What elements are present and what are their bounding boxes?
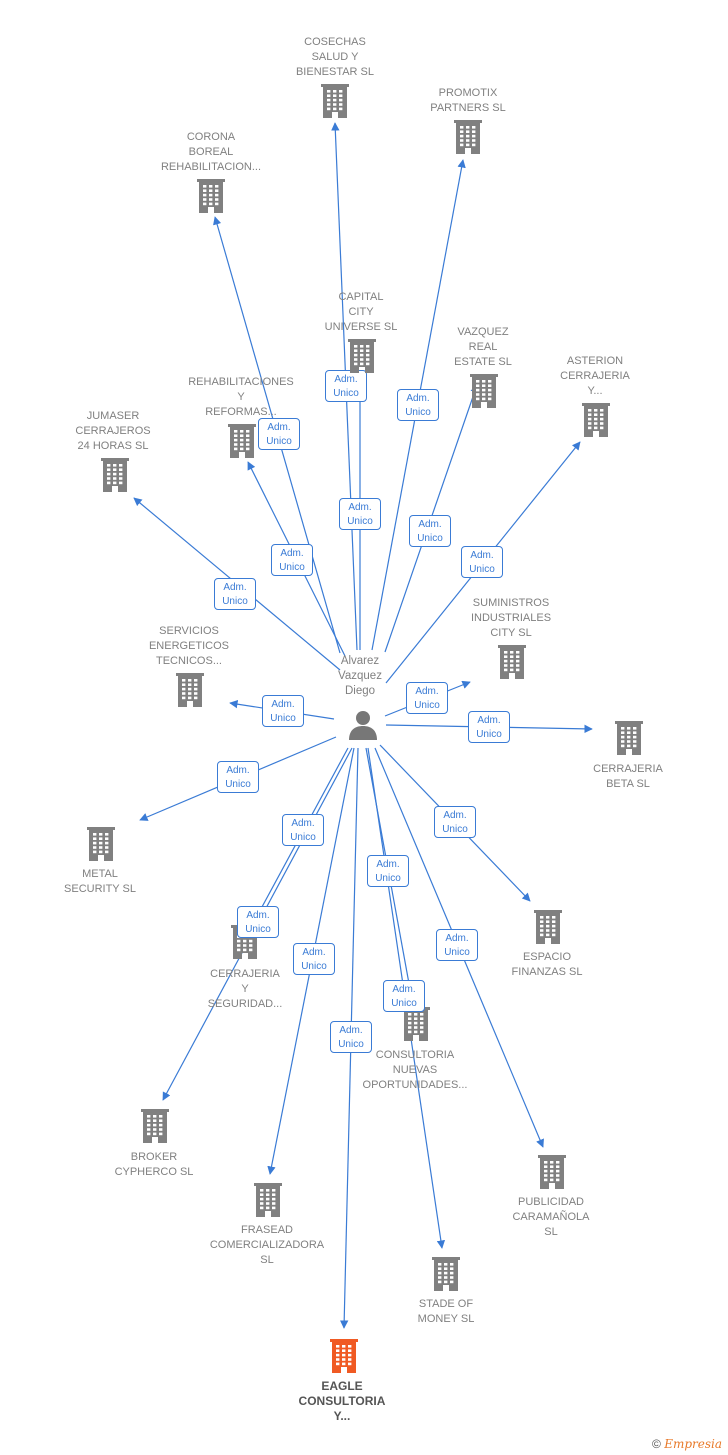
company-label-asterion[interactable]: ASTERION CERRAJERIA Y... <box>560 355 630 397</box>
relation-label-suministros: Adm. Unico <box>406 682 448 714</box>
building-icon <box>176 673 204 707</box>
relation-label-corona: Adm. Unico <box>258 418 300 450</box>
building-icon <box>141 1109 169 1143</box>
company-label-stade[interactable]: STADE OF MONEY SL <box>417 1298 475 1325</box>
relation-label-stade: Adm. Unico <box>383 980 425 1012</box>
relation-label-consultoria: Adm. Unico <box>367 855 409 887</box>
company-node-corona[interactable] <box>197 179 225 213</box>
company-node-metal[interactable] <box>87 827 115 861</box>
company-node-suministros[interactable] <box>498 645 526 679</box>
building-icon <box>432 1257 460 1291</box>
company-node-stade[interactable] <box>432 1257 460 1291</box>
building-icon <box>101 458 129 492</box>
building-icon <box>538 1155 566 1189</box>
company-node-promotix[interactable] <box>454 120 482 154</box>
company-node-cosechas[interactable] <box>321 84 349 118</box>
company-label-capital[interactable]: CAPITAL CITY UNIVERSE SL <box>324 291 398 333</box>
company-label-espacio[interactable]: ESPACIO FINANZAS SL <box>511 951 583 978</box>
company-label-frasead[interactable]: FRASEAD COMERCIALIZADORA SL <box>209 1224 325 1266</box>
company-label-consultoria[interactable]: CONSULTORIA NUEVAS OPORTUNIDADES... <box>362 1049 468 1091</box>
company-node-broker[interactable] <box>141 1109 169 1143</box>
relation-label-metal: Adm. Unico <box>217 761 259 793</box>
relation-label-eagle: Adm. Unico <box>330 1021 372 1053</box>
building-icon <box>254 1183 282 1217</box>
company-node-vazquez[interactable] <box>470 374 498 408</box>
company-label-suministros[interactable]: SUMINISTROS INDUSTRIALES CITY SL <box>470 597 552 639</box>
relation-label-espacio: Adm. Unico <box>434 806 476 838</box>
company-node-espacio[interactable] <box>534 910 562 944</box>
relation-label-beta: Adm. Unico <box>468 711 510 743</box>
company-label-broker[interactable]: BROKER CYPHERCO SL <box>114 1151 194 1178</box>
company-node-frasead[interactable] <box>254 1183 282 1217</box>
building-icon <box>615 721 643 755</box>
company-node-beta[interactable] <box>615 721 643 755</box>
relation-label-cosechas: Adm. Unico <box>325 370 367 402</box>
relation-label-frasead: Adm. Unico <box>293 943 335 975</box>
company-label-rehab[interactable]: REHABILITACIONES Y REFORMAS... <box>188 376 294 418</box>
relation-label-broker: Adm. Unico <box>237 906 279 938</box>
building-icon <box>197 179 225 213</box>
building-icon <box>534 910 562 944</box>
center-person-node[interactable] <box>348 709 378 741</box>
company-label-jumaser[interactable]: JUMASER CERRAJEROS 24 HORAS SL <box>75 410 151 452</box>
company-label-servicios[interactable]: SERVICIOS ENERGETICOS TECNICOS... <box>148 625 230 667</box>
building-icon <box>498 645 526 679</box>
relation-label-cerrseg: Adm. Unico <box>282 814 324 846</box>
company-node-rehab[interactable] <box>228 424 256 458</box>
relation-label-publicidad: Adm. Unico <box>436 929 478 961</box>
company-node-eagle[interactable] <box>330 1339 358 1373</box>
building-icon <box>321 84 349 118</box>
copyright-symbol: © <box>652 1437 661 1451</box>
center-person-label: Alvarez Vazquez Diego <box>338 655 382 697</box>
building-icon <box>402 1007 430 1041</box>
company-label-publicidad[interactable]: PUBLICIDAD CARAMAÑOLA SL <box>512 1196 590 1238</box>
company-label-corona[interactable]: CORONA BOREAL REHABILITACION... <box>160 131 262 173</box>
company-label-eagle[interactable]: EAGLE CONSULTORIA Y... <box>298 1379 386 1423</box>
building-icon <box>228 424 256 458</box>
relation-label-vazquez: Adm. Unico <box>409 515 451 547</box>
relation-label-servicios: Adm. Unico <box>262 695 304 727</box>
relation-label-jumaser: Adm. Unico <box>214 578 256 610</box>
company-label-cosechas[interactable]: COSECHAS SALUD Y BIENESTAR SL <box>295 36 375 78</box>
company-label-vazquez[interactable]: VAZQUEZ REAL ESTATE SL <box>454 326 512 368</box>
brand-logo[interactable]: Empresia <box>664 1437 722 1451</box>
building-icon <box>330 1339 358 1373</box>
company-label-beta[interactable]: CERRAJERIA BETA SL <box>593 763 663 790</box>
company-label-cerrseg[interactable]: CERRAJERIA Y SEGURIDAD... <box>207 968 283 1010</box>
building-icon <box>454 120 482 154</box>
footer: © Empresia <box>652 1437 722 1451</box>
relation-label-promotix: Adm. Unico <box>397 389 439 421</box>
company-label-promotix[interactable]: PROMOTIX PARTNERS SL <box>430 87 506 114</box>
company-node-consultoria[interactable] <box>402 1007 430 1041</box>
company-label-metal[interactable]: METAL SECURITY SL <box>64 868 136 895</box>
building-icon <box>87 827 115 861</box>
relation-label-rehab: Adm. Unico <box>271 544 313 576</box>
building-icon <box>470 374 498 408</box>
relation-label-asterion: Adm. Unico <box>461 546 503 578</box>
company-node-capital[interactable] <box>348 339 376 373</box>
building-icon <box>348 339 376 373</box>
company-node-servicios[interactable] <box>176 673 204 707</box>
company-node-publicidad[interactable] <box>538 1155 566 1189</box>
building-icon <box>582 403 610 437</box>
company-node-jumaser[interactable] <box>101 458 129 492</box>
relation-label-capital: Adm. Unico <box>339 498 381 530</box>
company-node-asterion[interactable] <box>582 403 610 437</box>
person-icon <box>349 711 377 740</box>
